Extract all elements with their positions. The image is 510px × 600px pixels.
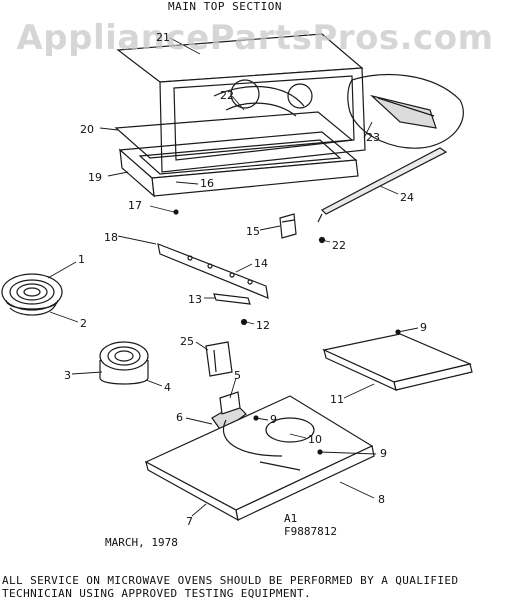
glass-top-frame bbox=[116, 33, 366, 173]
callout-22-side: 22 bbox=[332, 239, 346, 252]
callout-9-side: 9 bbox=[380, 447, 387, 460]
service-note-line-1: ALL SERVICE ON MICROWAVE OVENS SHOULD BE… bbox=[2, 574, 459, 587]
clip bbox=[279, 213, 297, 239]
callout-16: 16 bbox=[200, 177, 214, 190]
callout-15: 15 bbox=[246, 225, 260, 238]
callout-5: 5 bbox=[234, 369, 241, 382]
callout-12: 12 bbox=[256, 319, 270, 332]
diagram-title: MAIN TOP SECTION bbox=[168, 0, 282, 13]
callout-9-cover: 9 bbox=[420, 321, 427, 334]
callout-13: 13 bbox=[188, 293, 202, 306]
service-note-line-2: TECHNICIAN USING APPROVED TESTING EQUIPM… bbox=[2, 587, 311, 600]
burner-box bbox=[144, 395, 375, 522]
burner-box-cover bbox=[322, 333, 473, 392]
terminal-block bbox=[211, 391, 247, 433]
corner-bracket-detail bbox=[347, 73, 464, 149]
callout-8: 8 bbox=[378, 493, 385, 506]
watermark: AppliancePartsPros.com bbox=[16, 18, 494, 58]
screw-17 bbox=[173, 209, 179, 215]
mounting-bracket bbox=[157, 243, 269, 299]
element-bracket bbox=[205, 341, 233, 377]
figure-code-a1: A1 bbox=[284, 512, 298, 525]
callout-21: 21 bbox=[156, 31, 170, 44]
callout-9-box: 9 bbox=[270, 413, 277, 426]
callout-3: 3 bbox=[64, 369, 71, 382]
figure-code-number: F9887812 bbox=[284, 525, 337, 538]
small-bracket bbox=[213, 293, 251, 305]
callout-17: 17 bbox=[128, 199, 142, 212]
callout-24: 24 bbox=[400, 191, 414, 204]
callout-19: 19 bbox=[88, 171, 102, 184]
figure-date: MARCH, 1978 bbox=[105, 536, 178, 549]
callout-23: 23 bbox=[366, 131, 380, 144]
callout-6: 6 bbox=[176, 411, 183, 424]
callout-1: 1 bbox=[78, 253, 85, 266]
callout-11: 11 bbox=[330, 393, 344, 406]
surface-element-large bbox=[1, 273, 63, 316]
callout-20: 20 bbox=[80, 123, 94, 136]
callout-2: 2 bbox=[80, 317, 87, 330]
cooktop-frame bbox=[118, 131, 359, 198]
callout-7: 7 bbox=[186, 515, 193, 528]
trim-strip bbox=[317, 147, 448, 223]
surface-element-small bbox=[99, 341, 149, 385]
screw-12 bbox=[240, 318, 248, 326]
callout-14: 14 bbox=[254, 257, 268, 270]
callout-25: 25 bbox=[180, 335, 194, 348]
callout-10: 10 bbox=[308, 433, 322, 446]
callout-4: 4 bbox=[164, 381, 171, 394]
callout-18: 18 bbox=[104, 231, 118, 244]
callout-22-top: 22 bbox=[220, 89, 234, 102]
